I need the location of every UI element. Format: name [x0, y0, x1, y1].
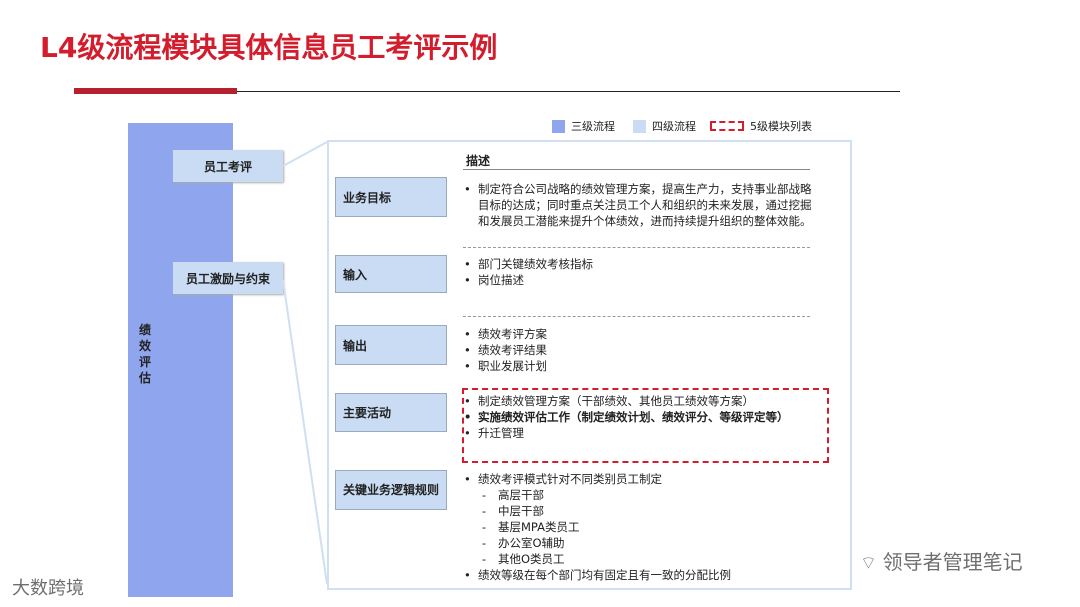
row-label-goal: 业务目标 — [335, 177, 447, 217]
desc-subitem: 高层干部 — [462, 487, 822, 503]
level3-swatch — [552, 119, 565, 133]
desc-item: 部门关键绩效考核指标 — [462, 256, 822, 272]
desc-item: 岗位描述 — [462, 272, 822, 288]
desc-item: 升迁管理 — [462, 425, 832, 441]
title-divider — [237, 91, 900, 92]
row-label-activities: 主要活动 — [335, 393, 447, 432]
detail-panel — [327, 140, 852, 590]
desc-item: 制定符合公司战略的绩效管理方案，提高生产力，支持事业部战略目标的达成；同时重点关… — [462, 181, 822, 229]
row-desc-input: 部门关键绩效考核指标岗位描述 — [462, 256, 822, 288]
watermark-left: 大数跨境 — [12, 578, 84, 599]
row-desc-rules: 绩效考评模式针对不同类别员工制定 高层干部 中层干部 基层MPA类员工 办公室O… — [462, 471, 822, 583]
separator — [463, 247, 810, 248]
row-desc-activities: 制定绩效管理方案（干部绩效、其他员工绩效等方案）实施绩效评估工作（制定绩效计划、… — [462, 393, 832, 441]
level5-swatch — [710, 121, 744, 131]
level4-item-incentive: 员工激励与约束 — [173, 262, 283, 294]
desc-item: 职业发展计划 — [462, 358, 822, 374]
row-label-rules: 关键业务逻辑规则 — [335, 470, 447, 510]
legend-level3: 三级流程 — [571, 120, 615, 133]
row-label-output: 输出 — [335, 325, 447, 365]
header-line — [463, 169, 810, 170]
row-label-input: 输入 — [335, 255, 447, 293]
desc-subitem: 中层干部 — [462, 503, 822, 519]
desc-item: 绩效考评方案 — [462, 326, 822, 342]
watermark-right-text: 领导者管理笔记 — [882, 550, 1023, 574]
page-title: L4级流程模块具体信息员工考评示例 — [40, 31, 498, 64]
legend-level4: 四级流程 — [652, 120, 696, 133]
desc-item-extra: 绩效等级在每个部门均有固定且有一致的分配比例 — [462, 567, 822, 583]
desc-item: 制定绩效管理方案（干部绩效、其他员工绩效等方案） — [462, 393, 832, 409]
legend-level5: 5级模块列表 — [750, 120, 812, 133]
connector-lines — [283, 141, 328, 585]
watermark-right: ⌔ 领导者管理笔记 — [860, 546, 1023, 575]
desc-subitem: 基层MPA类员工 — [462, 519, 822, 535]
desc-item: 绩效考评模式针对不同类别员工制定 — [462, 471, 822, 487]
desc-item: 实施绩效评估工作（制定绩效计划、绩效评分、等级评定等） — [462, 409, 832, 425]
row-desc-goal: 制定符合公司战略的绩效管理方案，提高生产力，支持事业部战略目标的达成；同时重点关… — [462, 181, 822, 229]
level3-label: 绩效评估 — [139, 323, 152, 385]
legend: 三级流程 四级流程 5级模块列表 — [552, 118, 812, 134]
level4-item-staff-eval: 员工考评 — [173, 150, 283, 182]
desc-item: 绩效考评结果 — [462, 342, 822, 358]
desc-header: 描述 — [466, 154, 491, 168]
level4-swatch — [633, 119, 646, 133]
desc-subitem: 办公室O辅助 — [462, 535, 822, 551]
wechat-icon: ⌔ — [860, 553, 883, 574]
level3-bar — [128, 123, 233, 597]
separator — [463, 316, 810, 317]
row-desc-output: 绩效考评方案绩效考评结果职业发展计划 — [462, 326, 822, 374]
desc-subitem: 其他O类员工 — [462, 551, 822, 567]
title-accent-bar — [74, 88, 237, 94]
